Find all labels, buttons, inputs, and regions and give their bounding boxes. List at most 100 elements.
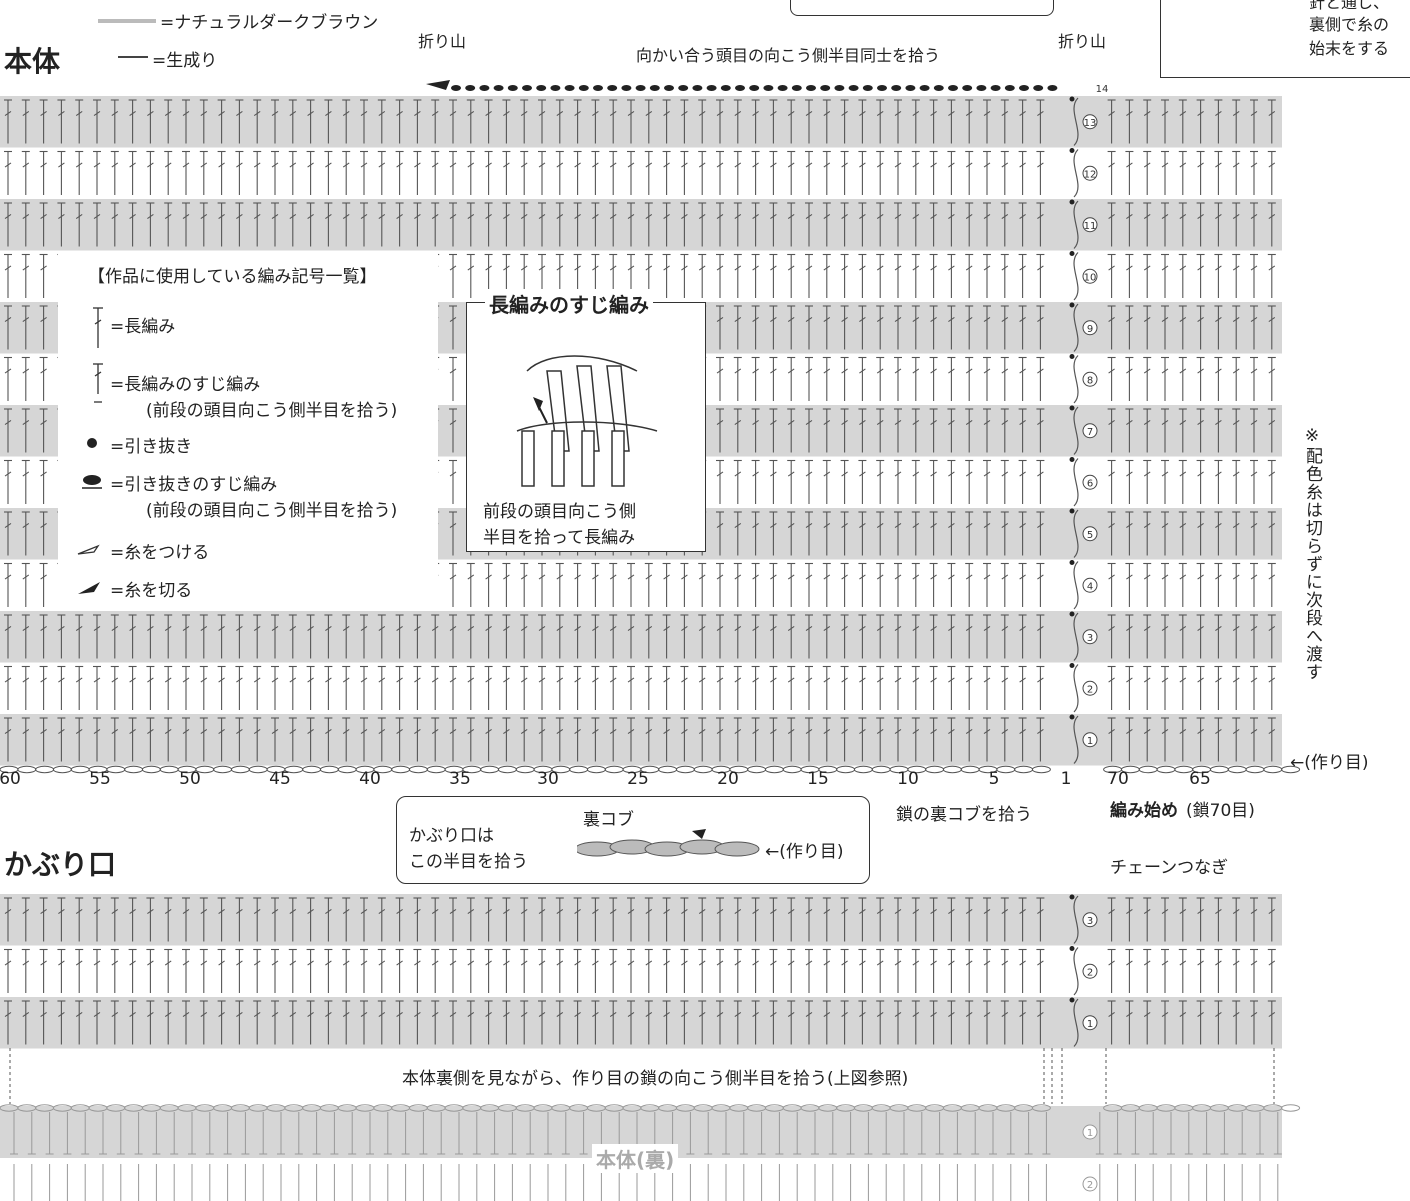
- stitch-mark: [841, 523, 848, 528]
- slst-blo-mark: [976, 85, 987, 91]
- stitch-mark: [1037, 626, 1044, 631]
- axis-label: 10: [897, 769, 919, 789]
- stitch-mark: [22, 162, 30, 168]
- stitch-mark: [1126, 317, 1133, 322]
- stitch-mark: [503, 162, 510, 168]
- stitch-mark: [200, 626, 208, 631]
- stitch-mark: [75, 162, 83, 168]
- legend-item-slst-blo-sub: (前段の頭目向こう側半目を拾う): [146, 501, 398, 521]
- stitch-mark: [645, 729, 653, 734]
- stitch-mark: [4, 111, 12, 116]
- stitch-mark: [396, 1012, 403, 1017]
- stitch-mark: [396, 214, 403, 219]
- stitch-mark: [253, 111, 261, 116]
- stitch-mark: [289, 111, 297, 116]
- stitch-mark: [948, 162, 955, 168]
- stitch-mark: [698, 729, 706, 734]
- stitch-mark: [253, 677, 261, 683]
- cut-yarn-mark: [426, 80, 450, 90]
- stitch-mark: [40, 626, 47, 631]
- stitch-mark: [1232, 909, 1240, 914]
- stitch-mark: [378, 909, 386, 914]
- stitch-mark: [1019, 909, 1026, 914]
- stitch-mark: [342, 729, 350, 734]
- stitch-mark: [663, 214, 670, 219]
- stitch-mark: [841, 677, 848, 683]
- stitch-mark: [841, 1012, 848, 1017]
- slst-blo-mark: [564, 85, 575, 91]
- stitch-mark: [58, 909, 65, 914]
- stitch-mark: [538, 574, 546, 580]
- stitch-mark: [645, 574, 653, 580]
- stitch-mark: [1126, 214, 1133, 219]
- stitch-mark: [1250, 909, 1258, 914]
- stitch-mark: [912, 523, 920, 528]
- stitch-mark: [876, 729, 884, 734]
- stitch-mark: [841, 471, 848, 477]
- pick-heads-label: 向かい合う頭目の向こう側半目同士を拾う: [636, 46, 941, 65]
- stitch-mark: [1126, 1012, 1133, 1017]
- stitch-mark: [1143, 1012, 1151, 1017]
- row-band: [0, 997, 1282, 1049]
- foundation-chain: [141, 765, 161, 774]
- slst-blo-mark: [451, 85, 461, 91]
- stitch-mark: [1001, 677, 1009, 683]
- stitch-mark: [75, 626, 83, 631]
- stitch-mark: [645, 162, 653, 168]
- stitch-mark: [1215, 574, 1222, 580]
- stitch-mark: [876, 471, 884, 477]
- stitch-mark: [1179, 162, 1187, 168]
- stitch-mark: [414, 677, 421, 683]
- stitch-mark: [752, 317, 759, 322]
- top-right-line2: 始末をする: [1309, 39, 1390, 58]
- stitch-mark: [948, 368, 955, 374]
- stitch-mark: [663, 162, 670, 168]
- stitch-mark: [930, 1012, 937, 1017]
- stitch-mark: [574, 265, 581, 271]
- stitch-mark: [716, 214, 724, 219]
- body-back-label: 本体(裏): [592, 1144, 679, 1173]
- stitch-mark: [40, 1012, 47, 1017]
- stitch-mark: [930, 420, 937, 425]
- stitch-mark: [1019, 162, 1026, 168]
- stitch-mark: [538, 111, 546, 116]
- stitch-mark: [859, 162, 866, 168]
- stitch-mark: [965, 677, 973, 683]
- stitch-mark: [556, 677, 564, 683]
- stitch-mark: [467, 574, 475, 580]
- turn-chain: [1073, 715, 1079, 764]
- top-right-box: 針と通し、 裏側で糸の 始末をする: [1160, 0, 1410, 78]
- stitch-mark: [58, 214, 65, 219]
- stitch-mark: [1161, 677, 1169, 683]
- stitch-mark: [627, 1012, 635, 1017]
- stitch-mark: [485, 626, 492, 631]
- stitch-mark: [485, 265, 492, 271]
- stitch-mark: [1268, 574, 1276, 580]
- stitch-mark: [574, 574, 581, 580]
- stitch-mark: [271, 162, 279, 168]
- stitch-mark: [1143, 162, 1151, 168]
- stitch-mark: [609, 214, 617, 219]
- turn-chain: [1073, 947, 1079, 996]
- stitch-mark: [1268, 471, 1276, 477]
- stitch-mark: [467, 729, 475, 734]
- stitch-mark: [930, 265, 937, 271]
- stitch-mark: [787, 420, 795, 425]
- stitch-mark: [752, 214, 759, 219]
- stitch-mark: [342, 214, 350, 219]
- stitch-mark: [93, 677, 101, 683]
- stitch-mark: [520, 729, 528, 734]
- stitch-mark: [236, 909, 243, 914]
- stitch-mark: [752, 960, 759, 966]
- stitch-mark: [948, 214, 955, 219]
- stitch-mark: [1232, 523, 1240, 528]
- stitch-mark: [983, 1012, 991, 1017]
- stitch-mark: [859, 471, 866, 477]
- stitch-mark: [859, 265, 866, 271]
- row-number-badge: [1082, 268, 1098, 284]
- stitch-mark: [983, 523, 991, 528]
- slst-blo-mark: [692, 85, 703, 91]
- stitch-mark: [894, 729, 902, 734]
- stitch-mark: [841, 214, 848, 219]
- stitch-mark: [1001, 523, 1009, 528]
